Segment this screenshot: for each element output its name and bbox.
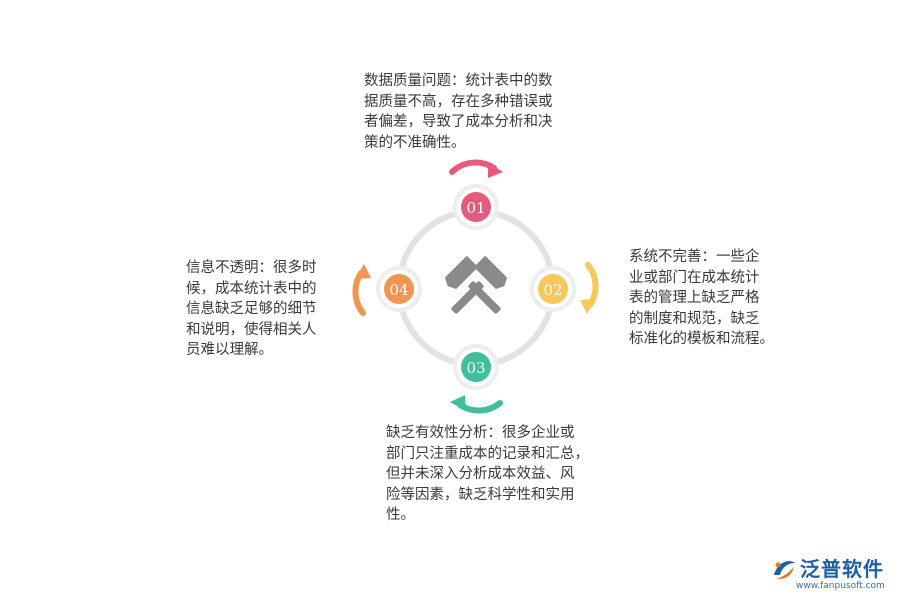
text-block-04: 信息不透明：很多时 候，成本统计表中的 信息缺乏足够的细节 和说明，使得相关人 … [186,258,317,361]
text-line: 险等因素，缺乏科学性和实用 [386,486,575,503]
text-block-03: 缺乏有效性分析：很多企业或 部门只注重成本的记录和汇总， 但并未深入分析成本效益… [386,423,589,526]
text-line: 者偏差，导致了成本分析和决 [364,114,553,130]
text-line: 和说明，使得相关人 [186,321,317,338]
text-line: 信息缺乏足够的细节 [186,301,317,317]
text-line: 业或部门在成本统计 [629,269,760,286]
arrow-01-icon [449,159,503,178]
text-line: 标准化的模板和流程。 [629,331,774,347]
text-line: 数据质量问题：统计表中的数 [364,73,553,89]
text-line: 性。 [386,507,415,523]
node-03-label: 03 [466,359,485,377]
node-01-label: 01 [466,199,485,217]
text-line: 的制度和规范，缺乏 [629,310,760,327]
text-line: 系统不完善：一些企 [629,249,760,265]
node-04-label: 04 [389,281,408,299]
brand-name: 泛普软件 [800,557,884,581]
fanpu-logo-icon [774,561,795,580]
text-block-01: 数据质量问题：统计表中的数 据质量不高，存在多种错误或 者偏差，导致了成本分析和… [364,71,553,153]
node-01: 01 [453,184,499,230]
text-line: 部门只注重成本的记录和汇总， [386,445,589,462]
node-02-label: 02 [543,281,562,299]
node-02: 02 [530,266,576,312]
arrow-03-icon [450,395,503,414]
arrow-02-icon [580,262,599,314]
brand-url: www.fanpusoft.com [796,581,885,591]
arrow-04-icon [352,264,371,316]
text-line: 候，成本统计表中的 [186,280,317,297]
text-line: 据质量不高，存在多种错误或 [364,93,553,110]
text-line: 但并未深入分析成本效益、风 [386,466,575,482]
text-line: 策的不准确性。 [364,134,466,151]
text-line: 缺乏有效性分析：很多企业或 [386,425,575,441]
brand-logo: 泛普软件 www.fanpusoft.com [770,553,896,597]
node-04: 04 [376,266,422,312]
text-line: 表的管理上缺乏严格 [629,290,760,306]
node-03: 03 [453,344,499,390]
hammer-wrench-icon [444,255,508,314]
text-line: 信息不透明：很多时 [186,260,317,276]
text-block-02: 系统不完善：一些企 业或部门在成本统计 表的管理上缺乏严格 的制度和规范，缺乏 … [629,247,774,350]
text-line: 员难以理解。 [186,342,273,358]
